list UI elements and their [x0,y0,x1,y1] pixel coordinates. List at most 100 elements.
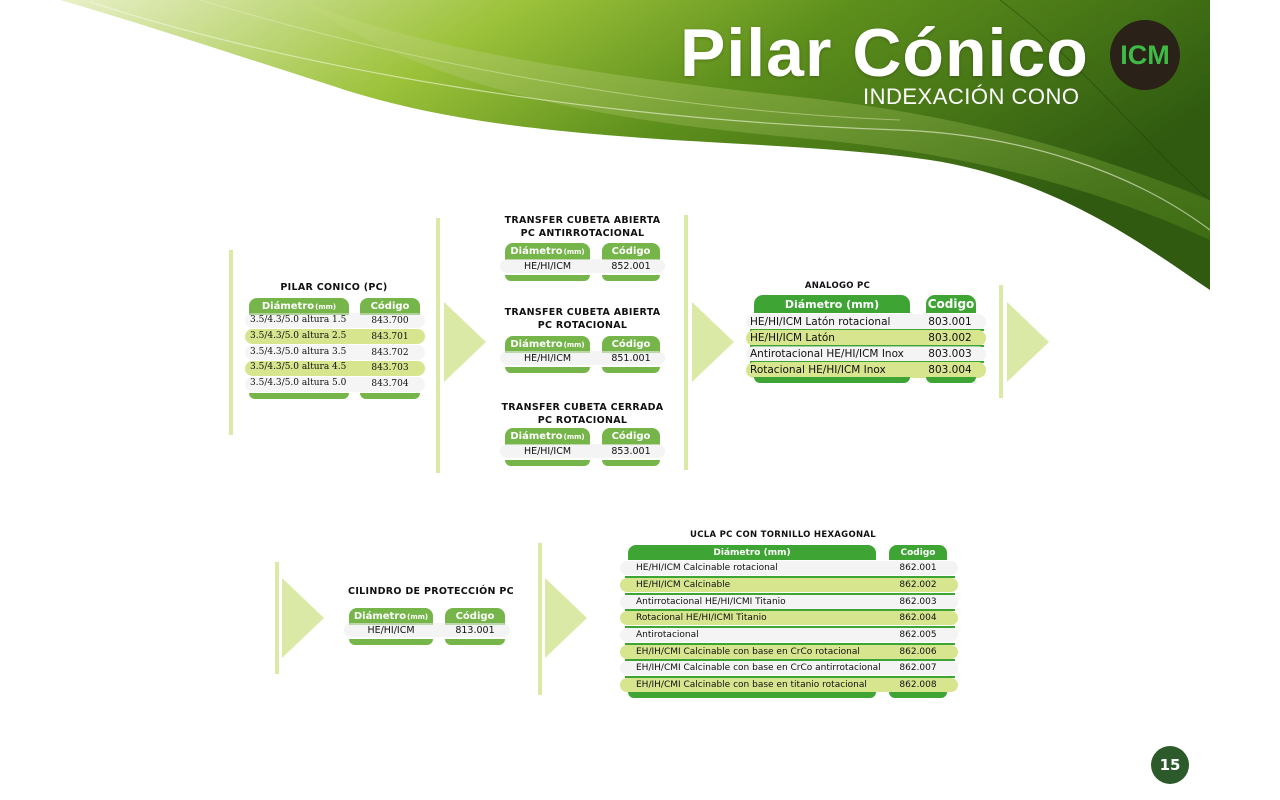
row-band [245,361,425,376]
connector-bar [684,215,688,470]
column-header-diametro: Diámetro (mm) [628,545,876,560]
row-band [344,623,510,637]
column-header-codigo: Código [445,608,505,625]
row-band [746,346,986,362]
column-header-diametro: Diámetro (mm) [754,295,910,313]
table-footer [505,460,590,466]
row-band [245,329,425,344]
column-header-diametro: Diámetro(mm) [505,336,590,353]
table-footer [445,639,505,645]
cell-diametro: HE/HI/ICM Latón rotacional [750,316,891,328]
cell-diametro: 3.5/4.3/5.0 altura 2.5 [250,331,347,341]
cell-codigo: 803.003 [928,348,972,360]
cell-codigo: 862.007 [899,663,937,673]
page-number: 15 [1159,756,1181,774]
connector-bar [229,250,233,435]
header-unit: (mm) [407,612,429,621]
row-band [620,645,958,659]
cell-codigo: 862.001 [899,563,937,573]
cell-codigo: 843.701 [371,332,409,342]
row-band [245,345,425,360]
table-subtitle: PC ANTIRROTACIONAL [520,228,645,239]
table-footer [505,367,590,373]
table-footer [602,275,660,281]
row-band [746,362,986,378]
cell-diametro: Antirotacional HE/HI/ICM Inox [750,348,904,360]
cell-codigo: 803.001 [928,316,972,328]
table-footer [249,393,349,399]
table-title: UCLA PC CON TORNILLO HEXAGONAL [690,530,876,540]
column-header-diametro: Diámetro(mm) [249,298,349,315]
leaf-banner-image [60,0,1211,290]
cell-diametro: HE/HI/ICM [523,260,572,272]
cell-diametro: Antirrotacional HE/HI/ICMI Titanio [636,597,786,607]
cell-codigo: 862.006 [899,647,937,657]
table-footer [360,393,420,399]
cell-codigo: 803.004 [928,364,972,376]
flow-arrow-icon [282,578,324,658]
flow-arrow-icon [692,302,734,382]
cell-codigo: 843.702 [371,348,409,358]
column-header-codigo: Codigo [889,545,947,560]
cell-diametro: HE/HI/ICM Latón [750,332,835,344]
cell-diametro: EH/IH/CMI Calcinable con base en CrCo ro… [636,647,860,657]
cell-diametro: 3.5/4.3/5.0 altura 4.5 [250,362,347,372]
column-header-codigo: Codigo [926,295,976,313]
cell-codigo: 852.001 [611,260,651,272]
row-separator [625,593,955,595]
row-band [620,628,958,642]
table-subtitle: PC ROTACIONAL [537,415,628,426]
table-footer [349,639,433,645]
table-footer [505,275,590,281]
row-band [620,595,958,609]
column-header-codigo: Código [602,428,660,445]
column-header-diametro: Diámetro(mm) [349,608,433,625]
flow-arrow-icon [1007,302,1049,382]
header-label: Diámetro [510,431,563,442]
cell-diametro: EH/IH/CMI Calcinable con base en CrCo an… [636,663,881,673]
page-number-badge: 15 [1151,746,1189,784]
column-header-diametro: Diámetro(mm) [505,243,590,260]
row-band [746,314,986,330]
table-title: TRANSFER CUBETA ABIERTA [504,307,661,318]
column-header-codigo: Código [360,298,420,315]
column-header-codigo: Código [602,243,660,260]
row-band [620,678,958,692]
table-footer [628,692,876,698]
row-band [245,313,425,328]
cell-diametro: Rotacional HE/HI/ICM Inox [750,364,886,376]
cell-diametro: HE/HI/ICM Calcinable rotacional [636,563,778,573]
cell-codigo: 862.003 [899,597,937,607]
cell-diametro: EH/IH/CMI Calcinable con base en titanio… [636,680,867,690]
cell-codigo: 843.703 [371,363,409,373]
table-title: TRANSFER CUBETA ABIERTA [504,215,661,226]
row-band [620,611,958,625]
header-unit: (mm) [563,432,585,441]
table-footer [602,367,660,373]
header-label: Diámetro [510,339,563,350]
connector-bar [275,562,279,674]
cell-diametro: HE/HI/ICM [523,445,572,457]
column-header-codigo: Código [602,336,660,353]
row-band [620,578,958,592]
logo-text: ICM [1120,39,1170,70]
cell-diametro: 3.5/4.3/5.0 altura 5.0 [250,378,347,388]
table-title: ANALOGO PC [804,281,871,291]
row-band [500,259,665,273]
cell-codigo: 813.001 [455,624,495,636]
connector-bar [436,218,440,473]
header-unit: (mm) [563,340,585,349]
row-band [500,444,665,458]
cell-codigo: 803.002 [928,332,972,344]
cell-diametro: 3.5/4.3/5.0 altura 3.5 [250,347,347,357]
page-title: Pilar Cónico [680,15,1089,91]
table-footer [889,692,947,698]
row-separator [625,676,955,678]
row-band [620,561,958,575]
connector-bar [999,285,1003,398]
row-separator [625,626,955,628]
row-band [500,351,665,365]
header-unit: (mm) [563,247,585,256]
cell-codigo: 843.704 [371,379,409,389]
cell-diametro: HE/HI/ICM [523,352,572,364]
